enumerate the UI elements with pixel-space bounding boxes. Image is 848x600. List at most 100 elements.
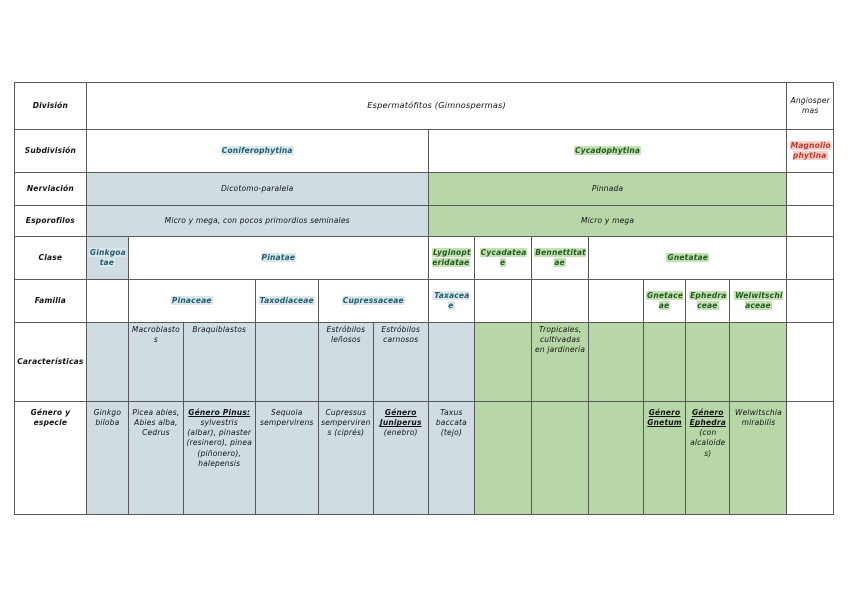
cell-genero-welwitschiaceae: Welwitschia mirabilis — [729, 401, 788, 515]
cell-clase-angiospermas — [786, 236, 834, 280]
cell-caracteristicas-ginkgo — [85, 322, 129, 402]
cell-nerviacion-cycadophytina: Pinnada — [427, 172, 788, 206]
sequoia-sempervirens-text: Sequoia sempervirens — [259, 408, 314, 428]
cell-familia-taxaceae: Taxaceae — [427, 279, 476, 323]
table-row-genero-especie: Género y especie Ginkgo biloba Picea abi… — [14, 401, 834, 515]
gnetatae-label: Gnetatae — [666, 252, 710, 262]
cell-familia-bennettitatae — [588, 279, 644, 323]
ginkgo-biloba-text: Ginkgo biloba — [93, 408, 122, 428]
taxus-baccata-text: Taxus baccata (tejo) — [435, 408, 467, 438]
cell-genero-cycadateae — [531, 401, 590, 515]
taxonomy-table: División Espermatófitos (Gimnospermas) A… — [14, 82, 834, 515]
cell-genero-cupressaceae-b: Género Juniperus (enebro) — [372, 401, 429, 515]
cell-caracteristicas-angiospermas — [786, 322, 834, 402]
row-label-esporofilos: Esporofilos — [14, 205, 87, 237]
cell-clase-lyginopteridatae: Lyginopteridatae — [427, 236, 476, 280]
cell-genero-pinaceae-b: Género Pinus: sylvestris (albar), pinast… — [182, 401, 256, 515]
cell-familia-welwitschiaceae: Welwitschiaceae — [729, 279, 788, 323]
cell-nerviacion-coniferophytina: Dicotomo-paralela — [85, 172, 429, 206]
cell-familia-cupressaceae: Cupressaceae — [317, 279, 429, 323]
table-row-clase: Clase Ginkgoatae Pinatae Lyginopteridata… — [14, 236, 834, 280]
row-label-nerviacion: Nerviación — [14, 172, 87, 206]
cell-familia-lyginopteridatae — [474, 279, 533, 323]
pinatae-label: Pinatae — [260, 252, 297, 262]
cell-familia-gnetaceae: Gnetaceae — [642, 279, 687, 323]
cell-genero-cupressaceae-a: Cupressus sempervirens (ciprés) — [317, 401, 374, 515]
row-label-familia: Familia — [14, 279, 87, 323]
genero-ephedra-title: Género Ephedra — [689, 408, 727, 428]
welwitschia-mirabilis-text: Welwitschia mirabilis — [734, 408, 782, 428]
cell-genero-lyginopteridatae — [474, 401, 533, 515]
cell-nerviacion-angiospermas — [786, 172, 834, 206]
row-label-division: División — [14, 82, 87, 130]
cycadateae-caracteristicas-text: Tropicales, cultivadas en jardinería — [535, 325, 586, 355]
cell-caracteristicas-gnetaceae — [642, 322, 687, 402]
row-label-genero-especie: Género y especie — [14, 401, 87, 515]
lyginopteridatae-label: Lyginopteridatae — [432, 247, 471, 267]
cell-genero-gnetaceae: Género Gnetum — [642, 401, 687, 515]
table-row-division: División Espermatófitos (Gimnospermas) A… — [14, 82, 834, 130]
genero-juniperus-title: Género Juniperus — [379, 408, 422, 428]
row-label-caracteristicas: Características — [14, 322, 87, 402]
cupressus-sempervirens-text: Cupressus sempervirens (ciprés) — [321, 408, 371, 438]
cell-familia-angiospermas — [786, 279, 834, 323]
genero-juniperus-body: (enebro) — [383, 428, 418, 438]
genero-ephedra-body: (con alcaloides) — [690, 428, 726, 458]
bennettitatae-label: Bennettitatae — [534, 247, 586, 267]
cell-genero-pinaceae-a: Picea abies, Abies alba, Cedrus — [127, 401, 184, 515]
row-label-clase: Clase — [14, 236, 87, 280]
taxaceae-label: Taxaceae — [433, 290, 470, 310]
picea-abies-text: Picea abies, Abies alba, Cedrus — [132, 408, 180, 438]
cycadateae-label: Cycadateae — [479, 247, 527, 267]
cell-genero-bennettitatae — [588, 401, 644, 515]
cell-caracteristicas-taxaceae — [427, 322, 476, 402]
cupressaceae-label: Cupressaceae — [341, 295, 405, 305]
cycadophytina-label: Cycadophytina — [573, 145, 642, 155]
cell-genero-angiospermas — [786, 401, 834, 515]
gnetaceae-label: Gnetaceae — [645, 290, 684, 310]
table-row-subdivision: Subdivisión Coniferophytina Cycadophytin… — [14, 129, 834, 173]
cell-division-angiospermas: Angiospermas — [786, 82, 834, 130]
cell-clase-pinatae: Pinatae — [127, 236, 429, 280]
row-label-subdivision: Subdivisión — [14, 129, 87, 173]
cell-familia-ginkgo — [85, 279, 129, 323]
cell-familia-cycadateae — [531, 279, 590, 323]
esporofilos-conifero-text: Micro y mega, con pocos primordios semin… — [164, 215, 350, 225]
cell-familia-ephedraceae: Ephedraceae — [685, 279, 731, 323]
cell-clase-gnetatae: Gnetatae — [588, 236, 788, 280]
table-row-esporofilos: Esporofilos Micro y mega, con pocos prim… — [14, 205, 834, 237]
estrobilos-lenosos-text: Estróbilos leñosos — [326, 325, 366, 345]
cell-caracteristicas-ephedraceae — [685, 322, 731, 402]
coniferophytina-label: Coniferophytina — [220, 145, 294, 155]
cell-subdivision-magnoliophytina: Magnoliophytina — [786, 129, 834, 173]
ginkgoatae-label: Ginkgoatae — [88, 247, 126, 267]
table-row-caracteristicas: Características Macroblastos Braquiblast… — [14, 322, 834, 402]
cell-caracteristicas-estrobilos-lenosos: Estróbilos leñosos — [317, 322, 374, 402]
cell-clase-ginkgoatae: Ginkgoatae — [85, 236, 129, 280]
ephedraceae-label: Ephedraceae — [689, 290, 727, 310]
genero-pinus-species: sylvestris (albar), pinaster (resinero),… — [186, 418, 252, 468]
cell-genero-ginkgo: Ginkgo biloba — [85, 401, 129, 515]
table-row-familia: Familia Pinaceae Taxodiaceae Cupressacea… — [14, 279, 834, 323]
cell-caracteristicas-estrobilos-carnosos: Estróbilos carnosos — [372, 322, 429, 402]
division-main-text: Espermatófitos (Gimnospermas) — [367, 100, 506, 111]
nerviacion-conifero-text: Dicotomo-paralela — [220, 183, 294, 193]
cell-subdivision-cycadophytina: Cycadophytina — [427, 129, 788, 173]
welwitschiaceae-label: Welwitschiaceae — [734, 290, 783, 310]
cell-caracteristicas-macroblastos: Macroblastos — [127, 322, 184, 402]
genero-pinus-title: Género Pinus: — [188, 408, 251, 417]
macroblastos-text: Macroblastos — [131, 325, 180, 345]
magnoliophytina-label: Magnoliophytina — [789, 140, 831, 160]
cell-caracteristicas-bennettitatae — [588, 322, 644, 402]
cell-esporofilos-cycadophytina: Micro y mega — [427, 205, 788, 237]
table-row-nerviacion: Nerviación Dicotomo-paralela Pinnada — [14, 172, 834, 206]
cell-esporofilos-coniferophytina: Micro y mega, con pocos primordios semin… — [85, 205, 429, 237]
braquiblastos-text: Braquiblastos — [192, 325, 247, 334]
cell-caracteristicas-taxodiaceae — [254, 322, 319, 402]
cell-division-main: Espermatófitos (Gimnospermas) — [85, 82, 788, 130]
cell-clase-bennettitatae: Bennettitatae — [531, 236, 590, 280]
cell-genero-ephedraceae: Género Ephedra (con alcaloides) — [685, 401, 731, 515]
pinaceae-label: Pinaceae — [170, 295, 213, 305]
genero-gnetum-title: Género Gnetum — [647, 408, 682, 428]
